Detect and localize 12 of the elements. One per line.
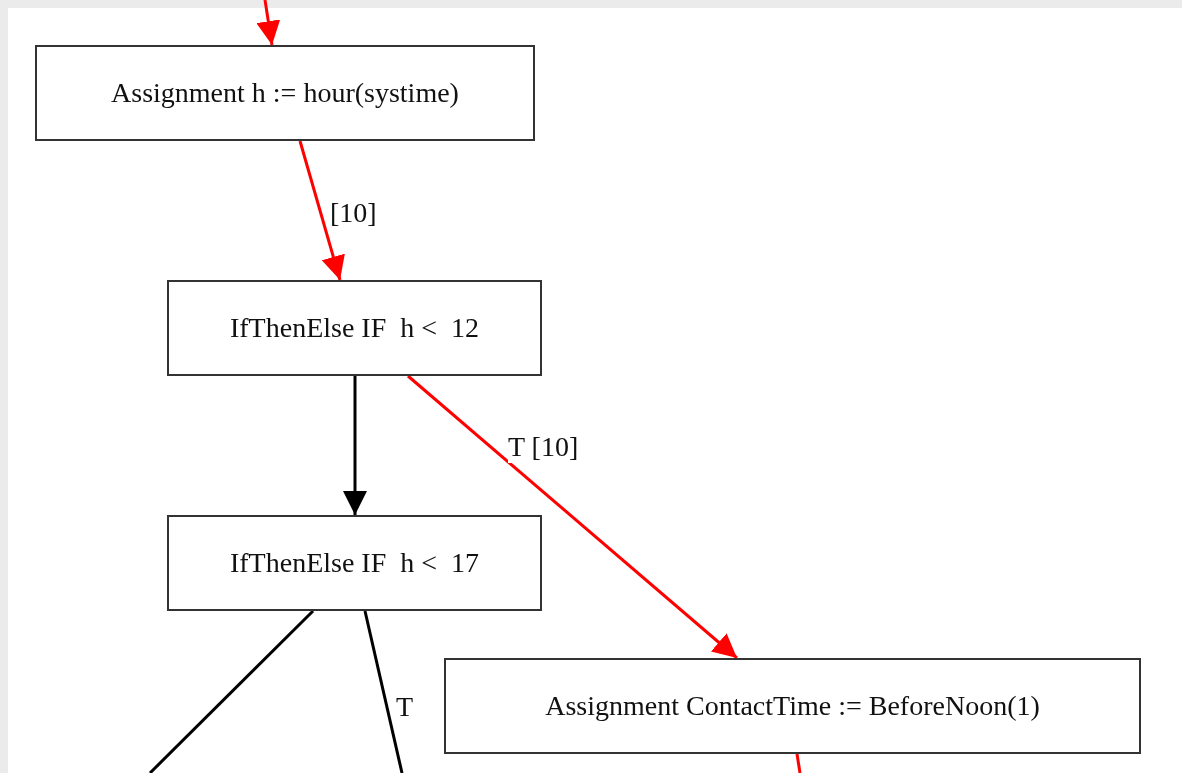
- node-label: Assignment ContactTime := BeforeNoon(1): [545, 690, 1040, 722]
- arrow: [343, 376, 367, 515]
- node-label: IfThenElse IF h < 17: [229, 547, 480, 579]
- arrow: [407, 374, 738, 660]
- process-box: [444, 658, 1141, 754]
- process-box: [167, 280, 542, 376]
- node-label: Assignment h := hour(systime): [111, 77, 459, 109]
- arrow: [256, 0, 281, 46]
- arrow: [298, 140, 345, 281]
- process-box: [167, 515, 542, 611]
- node-label: IfThenElse IF h < 12: [229, 312, 480, 344]
- process-box: [35, 45, 535, 141]
